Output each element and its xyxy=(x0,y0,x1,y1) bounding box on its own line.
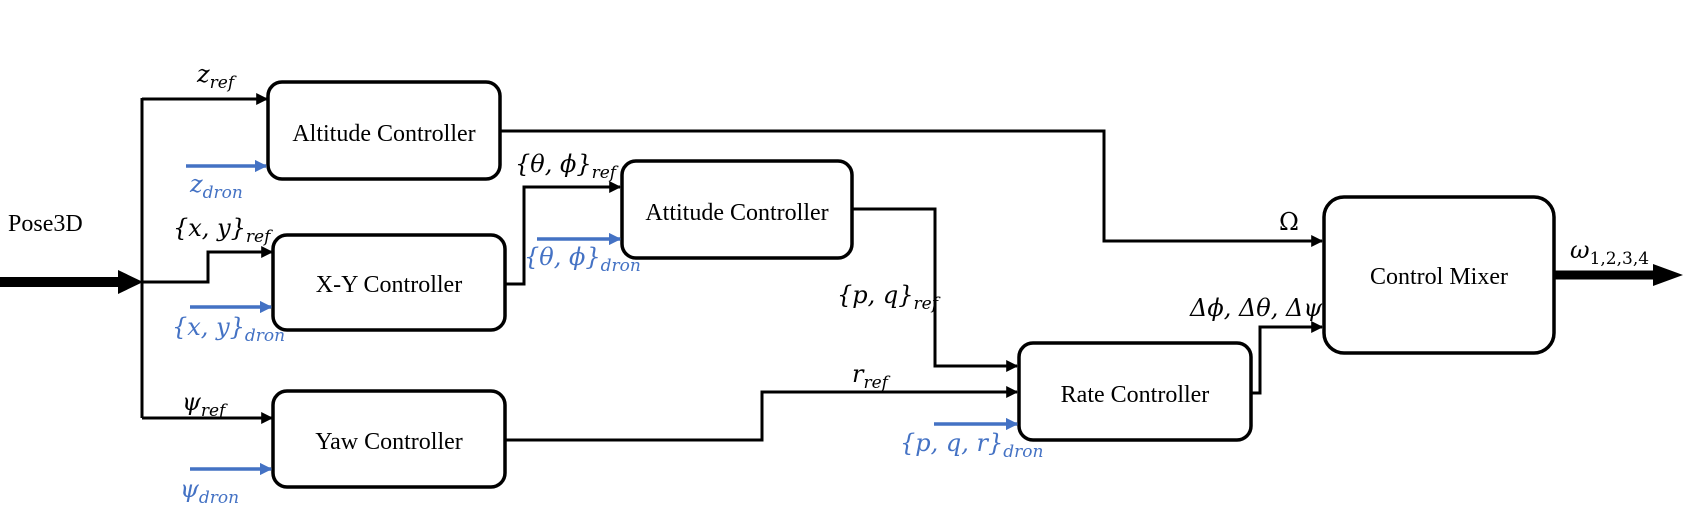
wire-attitude-to-rate xyxy=(852,207,1019,372)
wire-yaw-to-rate xyxy=(505,386,1019,442)
label-psi-ref: ψref xyxy=(182,388,228,421)
label-deltas: Δϕ, Δθ, Δψ xyxy=(1189,294,1323,322)
yaw-controller-label: Yaw Controller xyxy=(315,429,463,455)
label-omega-out: ω1,2,3,4 xyxy=(1570,236,1649,269)
wire-rate-to-mixer xyxy=(1251,321,1324,395)
wire-altitude-to-mixer xyxy=(500,129,1324,247)
label-xy-ref: {x, y}ref xyxy=(173,214,273,247)
label-pq-ref: {p, q}ref xyxy=(837,281,941,314)
label-pqr-dron: {p, q, r}dron xyxy=(900,429,1043,462)
label-z-dron: zdron xyxy=(189,170,243,203)
label-omega-capital: Ω xyxy=(1279,208,1299,236)
xy-controller-label: X-Y Controller xyxy=(316,272,462,298)
label-psi-dron: ψdron xyxy=(180,475,239,508)
wire-xy-to-attitude xyxy=(505,181,622,286)
label-xy-dron: {x, y}dron xyxy=(172,313,285,346)
label-theta-phi-ref: {θ, ϕ}ref xyxy=(515,150,619,183)
rate-controller-label: Rate Controller xyxy=(1061,382,1210,408)
label-z-ref: zref xyxy=(196,60,237,93)
input-label: Pose3D xyxy=(8,211,83,237)
altitude-controller-label: Altitude Controller xyxy=(292,121,475,147)
wire-to-xy xyxy=(142,246,274,284)
label-r-ref: rref xyxy=(852,360,891,393)
label-theta-phi-dron: {θ, ϕ}dron xyxy=(524,243,641,276)
input-arrow-head xyxy=(118,270,143,294)
control-mixer-label: Control Mixer xyxy=(1370,264,1508,290)
attitude-controller-label: Attitude Controller xyxy=(645,200,828,226)
output-arrow-head xyxy=(1653,264,1683,286)
